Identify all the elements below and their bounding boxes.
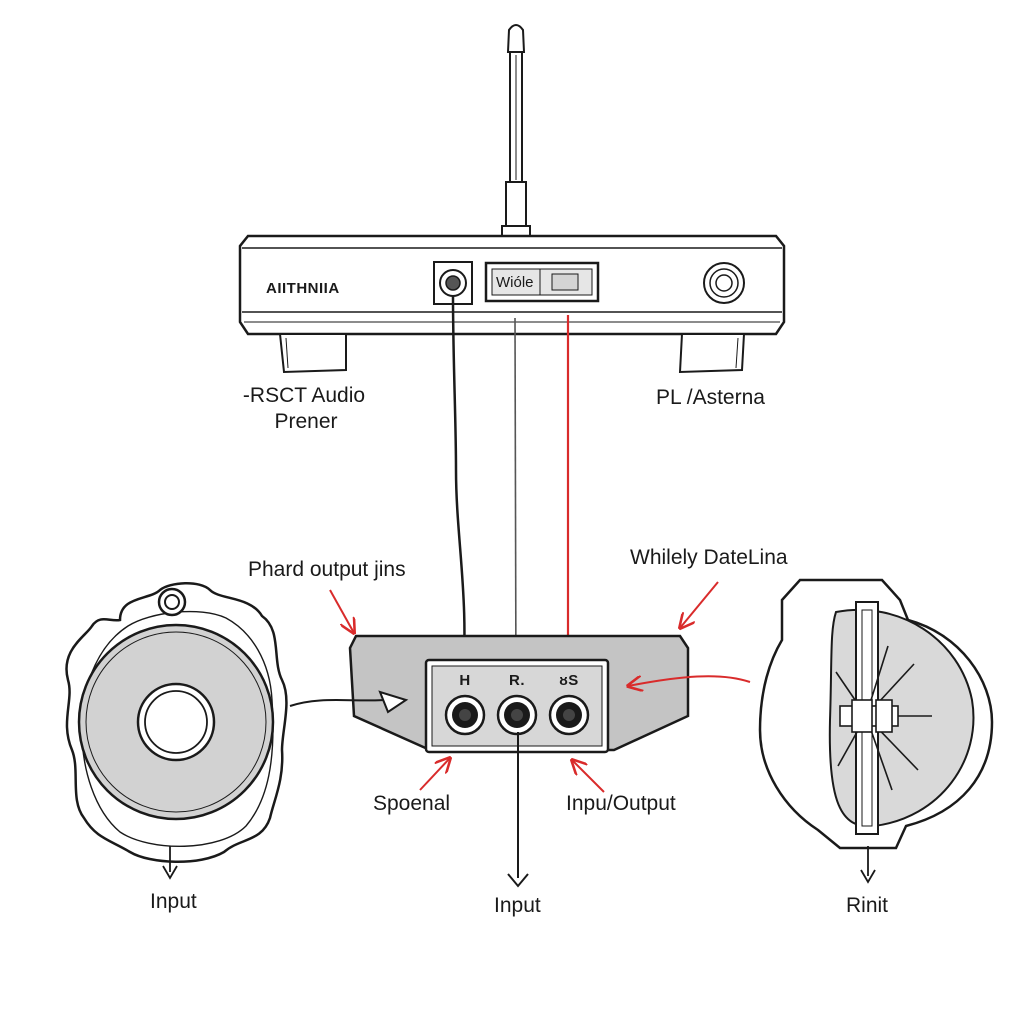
receiver-display-text: Wióle [496,274,534,291]
receiver-display [484,261,600,303]
bottom-label-right: Rinit [846,894,889,917]
jack-3 [548,694,590,736]
jack-2 [496,694,538,736]
gray-cable [514,317,517,693]
receiver-right-label: PL /Asterna [656,386,765,409]
arrow-bottom-right [572,760,605,793]
arrow-top-left [329,589,354,633]
receiver-brand: AIITHNIIA [266,280,340,297]
callout-top-right: Whilely DateLina [630,546,788,569]
jack-label-2: R. [509,672,525,689]
right-device [758,578,994,884]
cables [451,295,570,693]
receiver-foot-left [278,333,347,374]
bottom-label-left: Input [150,890,197,913]
arrow-right-device [628,675,751,686]
jack-label-1: H [459,672,471,689]
arrow-bottom-left [419,758,450,791]
receiver-input-jack [433,261,473,305]
callout-bottom-left: Spoenal [373,792,451,815]
receiver-foot-right [678,333,746,374]
receiver-knob [703,262,745,304]
bottom-label-center: Input [494,894,541,917]
left-speaker [65,582,288,880]
jack-1 [444,694,486,736]
black-cable [451,295,466,691]
output-cable [507,732,529,888]
callout-bottom-right: Inpu/Output [566,792,676,815]
jack-label-3: ᴕS [559,672,579,689]
arrow-top-right [680,581,719,628]
left-speaker-connection [289,690,409,714]
receiver-unit [238,234,786,374]
callout-arrows [329,581,751,793]
antenna [501,24,531,237]
receiver-left-label-line2: Prener [274,410,338,433]
receiver-left-label-line1: -RSCT Audio [242,384,366,407]
callout-top-left: Phard output jins [248,558,406,581]
